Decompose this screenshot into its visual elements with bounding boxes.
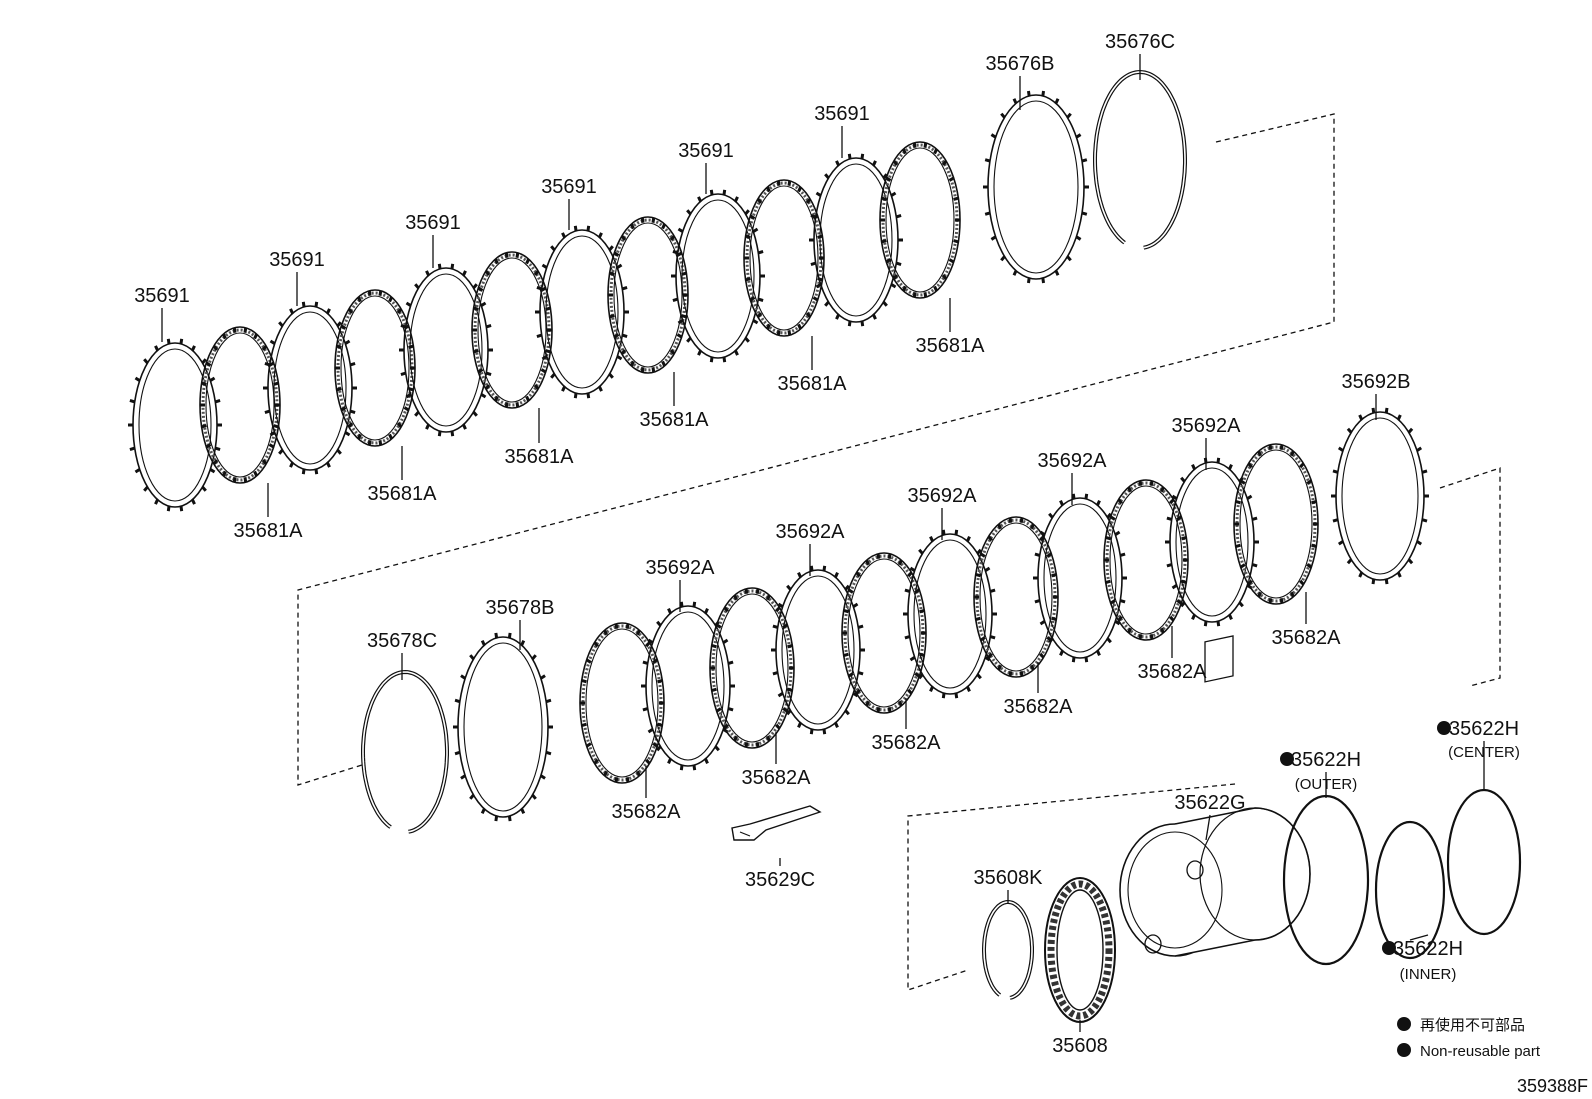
part-number-label: 35692A — [646, 557, 716, 579]
part-steel-35691 — [671, 189, 765, 363]
non-reusable-dot-icon — [1280, 752, 1294, 766]
part-friction-35682a — [1233, 443, 1319, 605]
part-number-label: 35608K — [974, 867, 1044, 889]
non-reusable-dot-icon — [1382, 941, 1396, 955]
part-steel-35692b — [1331, 407, 1429, 585]
parts-layer — [128, 69, 1522, 1023]
part-number-label: 35622G — [1174, 792, 1245, 814]
part-snapring-35676c — [1093, 69, 1187, 250]
part-steel-35692a — [1165, 457, 1259, 627]
part-oring-35622h — [1374, 820, 1446, 960]
part-position-label: (INNER) — [1400, 966, 1457, 983]
part-drum-35622g — [1119, 635, 1311, 957]
part-snapring-35678c — [361, 669, 449, 834]
part-number-label: 35692A — [776, 521, 846, 543]
part-friction-35681a — [334, 289, 416, 447]
leader-line — [1409, 934, 1429, 941]
part-friction-35681a — [199, 326, 281, 484]
part-snapring-35608k — [982, 900, 1034, 1000]
legend: 再使用不可部品 Non-reusable part — [1397, 1017, 1541, 1060]
part-position-label: (OUTER) — [1295, 776, 1358, 793]
part-number-label: 35622H — [1291, 749, 1361, 771]
lower-group-boundary — [907, 783, 1236, 991]
part-number-label: 35622H — [1449, 718, 1519, 740]
legend-en: Non-reusable part — [1420, 1043, 1541, 1060]
part-friction-35682a — [1103, 479, 1189, 641]
part-steel-35691 — [809, 153, 903, 327]
part-number-label: 35692B — [1342, 371, 1411, 393]
part-number-label: 35676B — [986, 53, 1055, 75]
part-number-label: 35691 — [814, 103, 870, 125]
part-friction-35681a — [607, 216, 689, 374]
part-number-label: 35681A — [640, 409, 710, 431]
labels-layer: 35691 35681A 35691 35681A 35691 35681A 35691 35… — [134, 31, 1520, 1057]
part-number-label: 35608 — [1052, 1035, 1108, 1057]
part-number-label: 35629C — [745, 869, 815, 891]
non-reusable-dot-icon — [1437, 721, 1451, 735]
part-position-label: (CENTER) — [1448, 744, 1520, 761]
part-friction-35681a — [879, 141, 961, 299]
part-spring-35629c — [731, 805, 822, 841]
part-number-label: 35682A — [872, 732, 942, 754]
part-steel-35692a — [903, 529, 997, 699]
part-number-label: 35691 — [134, 285, 190, 307]
part-number-label: 35682A — [1138, 661, 1208, 683]
part-number-label: 35681A — [368, 483, 438, 505]
part-steel-35691 — [399, 263, 493, 437]
part-friction-35682a — [841, 552, 927, 714]
figure-id: 359388F — [1517, 1076, 1588, 1096]
part-number-label: 35681A — [505, 446, 575, 468]
part-number-label: 35691 — [678, 140, 734, 162]
part-oring-35622h — [1446, 788, 1522, 936]
part-number-label: 35692A — [1038, 450, 1108, 472]
part-number-label: 35682A — [742, 767, 812, 789]
upper-group-boundary — [297, 113, 1335, 786]
part-friction-35681a — [743, 179, 825, 337]
part-number-label: 35622H — [1393, 938, 1463, 960]
part-steel-35691 — [263, 301, 357, 475]
part-number-label: 35678B — [486, 597, 555, 619]
leader-line — [1205, 814, 1211, 841]
part-number-label: 35691 — [269, 249, 325, 271]
part-steel-35692a — [771, 565, 865, 735]
legend-jp: 再使用不可部品 — [1420, 1017, 1525, 1034]
part-friction-35682a — [709, 587, 795, 749]
part-steel-35692a — [1033, 493, 1127, 663]
part-number-label: 35682A — [612, 801, 682, 823]
part-number-label: 35678C — [367, 630, 437, 652]
part-number-label: 35676C — [1105, 31, 1175, 53]
part-number-label: 35692A — [908, 485, 978, 507]
part-number-label: 35681A — [916, 335, 986, 357]
part-steel-35691 — [128, 338, 222, 512]
part-number-label: 35691 — [405, 212, 461, 234]
part-number-label: 35692A — [1172, 415, 1242, 437]
part-steel-35691 — [535, 225, 629, 399]
part-friction-35681a — [471, 251, 553, 409]
legend-dot-icon — [1397, 1043, 1411, 1057]
part-steel-35692a — [641, 601, 735, 771]
part-clutch-35608 — [1044, 877, 1116, 1023]
part-number-label: 35681A — [778, 373, 848, 395]
part-number-label: 35681A — [234, 520, 304, 542]
part-flange-35676b — [983, 90, 1089, 284]
part-flange-35678b — [453, 632, 553, 822]
part-number-label: 35691 — [541, 176, 597, 198]
legend-dot-icon — [1397, 1017, 1411, 1031]
part-number-label: 35682A — [1004, 696, 1074, 718]
middle-group-boundary — [1439, 467, 1501, 687]
part-number-label: 35682A — [1272, 627, 1342, 649]
part-friction-35682a — [579, 622, 665, 784]
